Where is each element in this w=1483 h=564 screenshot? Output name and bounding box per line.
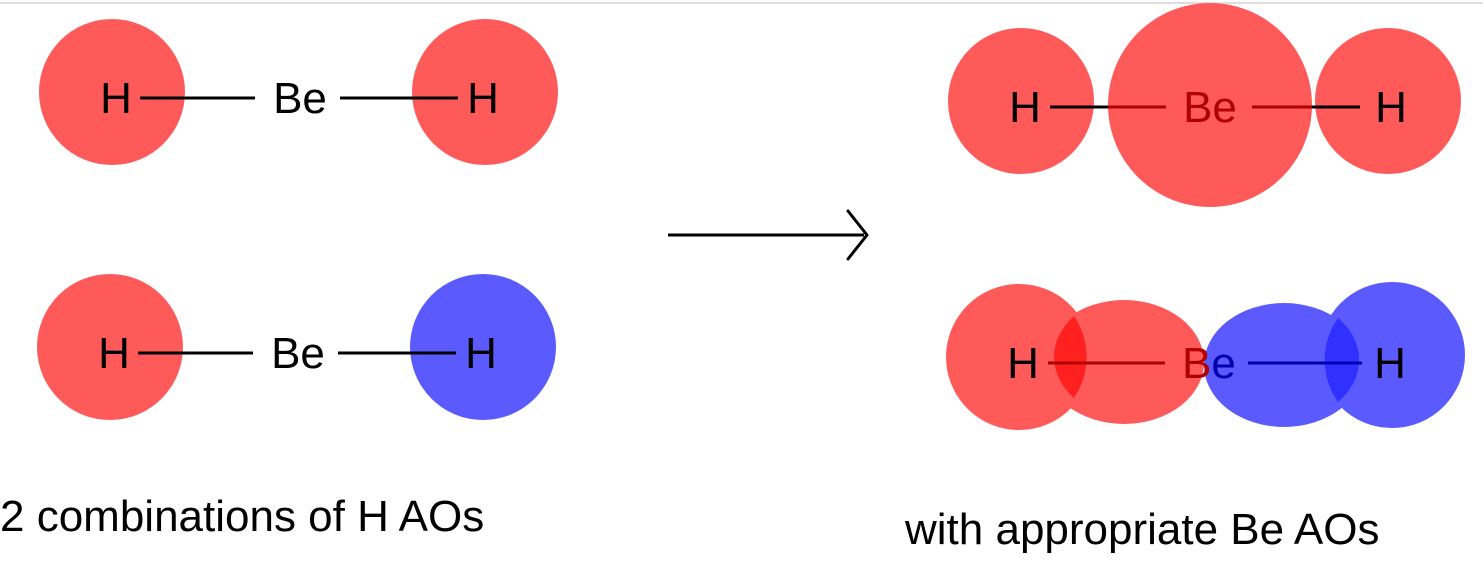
- arrow-head: [846, 209, 869, 261]
- h-orbital-right-negative: [410, 274, 556, 420]
- h-atom-label: H: [467, 74, 499, 123]
- be-p-orbital-negative-lobe: [1204, 303, 1364, 427]
- overlap-negative: [1324, 318, 1360, 402]
- h-orbital-left-positive: [37, 274, 183, 420]
- reaction-arrow: [668, 209, 869, 261]
- combination-with-be-p-orbital: H Be H: [946, 282, 1465, 430]
- h-orbital-right-positive: [1315, 28, 1461, 174]
- left-caption: 2 combinations of H AOs: [0, 492, 485, 541]
- h-atom-label: H: [98, 329, 130, 378]
- be-atom-label: Be: [1182, 339, 1236, 388]
- h-atom-label: H: [465, 329, 497, 378]
- h-atom-label: H: [1009, 83, 1041, 132]
- h-orbital-left-positive: [948, 28, 1094, 174]
- h-atom-label: H: [1374, 339, 1406, 388]
- be-atom-label: Be: [1183, 83, 1237, 132]
- h-orbital-right-positive: [412, 19, 558, 165]
- be-atom-label: Be: [273, 74, 327, 123]
- h-combination-out-of-phase: H Be H: [37, 274, 556, 420]
- overlap-positive: [1054, 316, 1087, 398]
- right-caption: with appropriate Be AOs: [905, 505, 1380, 554]
- combination-with-be-s-orbital: H Be H: [948, 3, 1461, 207]
- h-orbital-left-positive: [39, 19, 185, 165]
- be-s-orbital: [1108, 3, 1312, 207]
- be-atom-label: Be: [271, 329, 325, 378]
- h-atom-label: H: [1375, 83, 1407, 132]
- h-atom-label: H: [100, 74, 132, 123]
- h-combination-in-phase: H Be H: [39, 19, 558, 165]
- h-atom-label: H: [1007, 339, 1039, 388]
